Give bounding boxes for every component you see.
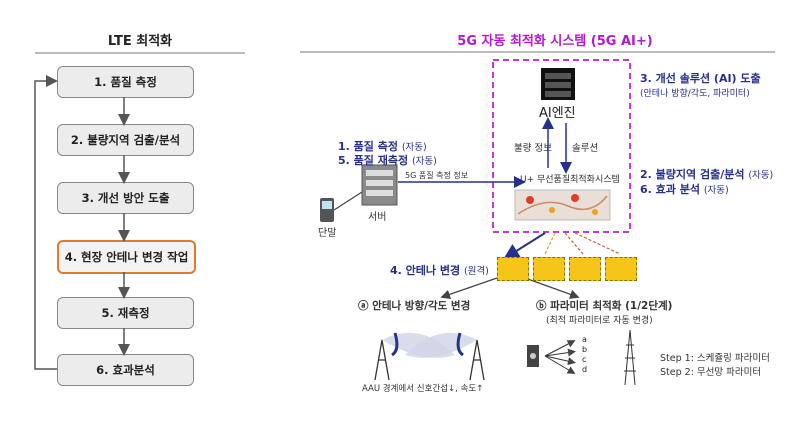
ai-engine-label: AI엔진 — [539, 106, 576, 121]
step1-measure-label: 1. 품질 측정 (자동) — [338, 138, 427, 154]
step2-detect-tag: (자동) — [748, 170, 774, 181]
step2-detect-label: 2. 불량지역 검출/분석 (자동) — [640, 166, 773, 182]
antenna-unit — [605, 257, 637, 281]
bad-info-label: 불량 정보 — [514, 143, 552, 154]
parameter-opt-sub: (최적 파라미터로 자동 변경) — [546, 316, 653, 326]
lte-step-1: 1. 품질 측정 — [57, 66, 194, 98]
5g-info-flow-label: 5G 품질 측정 정보 — [405, 171, 469, 180]
server-label: 서버 — [368, 212, 387, 223]
antenna-direction-caption: AAU 경계에서 신호간섭↓, 속도↑ — [362, 384, 484, 394]
step6-effect-tag: (자동) — [703, 185, 729, 196]
lte-title-rule — [35, 52, 245, 54]
param-letter-b: b — [582, 345, 588, 354]
step6-effect-text: 6. 효과 분석 — [640, 183, 700, 196]
lte-step-5: 5. 재측정 — [57, 297, 194, 329]
antenna-direction-title: ⓐ 안테나 방향/각도 변경 — [358, 300, 471, 312]
step1-measure-tag: (자동) — [401, 142, 427, 153]
antenna-unit — [497, 257, 529, 281]
parameter-opt-title: ⓑ 파라미터 최적화 (1/2단계) — [536, 300, 673, 312]
lte-step-6: 6. 효과분석 — [57, 354, 194, 386]
step3-solution-label: 3. 개선 솔루션 (AI) 도출 — [640, 72, 761, 85]
step1-measure-text: 1. 품질 측정 — [338, 140, 398, 153]
param-letter-d: d — [582, 365, 588, 374]
step2-network-label: Step 2: 무선망 파라미터 — [660, 367, 762, 378]
step1-scheduling-label: Step 1: 스케쥴링 파라미터 — [660, 353, 770, 364]
step3-solution-sub: (안테나 방향/각도, 파라미터) — [640, 89, 750, 99]
param-letter-c: c — [582, 355, 587, 364]
step5-remeasure-label: 5. 품질 재측정 (자동) — [338, 152, 437, 168]
terminal-label: 단말 — [318, 228, 337, 239]
step5-remeasure-text: 5. 품질 재측정 — [338, 154, 409, 167]
system-name-label: U+ 무선품질최적화시스템 — [520, 175, 620, 185]
lte-title: LTE 최적화 — [107, 34, 173, 49]
solution-label: 솔루션 — [572, 143, 599, 154]
antenna-unit — [569, 257, 601, 281]
step4-antenna-change-tag: (원격) — [463, 266, 489, 277]
step2-detect-text: 2. 불량지역 검출/분석 — [640, 168, 745, 181]
step6-effect-label: 6. 효과 분석 (자동) — [640, 181, 729, 197]
step4-antenna-change-text: 4. 안테나 변경 — [390, 264, 461, 277]
step5-remeasure-tag: (자동) — [411, 156, 437, 167]
5g-title: 5G 자동 최적화 시스템 (5G AI+) — [457, 34, 653, 49]
step4-antenna-change-label: 4. 안테나 변경 (원격) — [390, 262, 489, 278]
lte-step-3: 3. 개선 방안 도출 — [57, 182, 194, 214]
param-letter-a: a — [582, 335, 587, 344]
antenna-unit — [533, 257, 565, 281]
